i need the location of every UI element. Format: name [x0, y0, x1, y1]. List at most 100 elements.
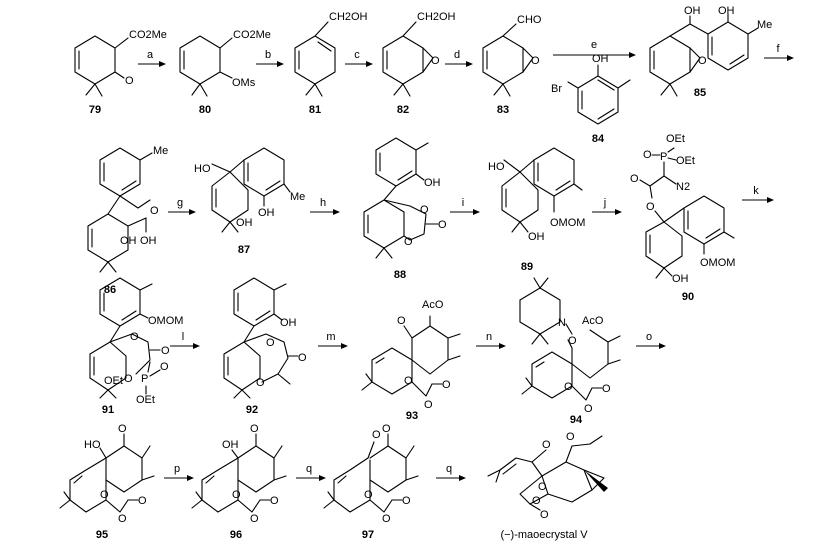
arrow-k: k — [742, 185, 774, 203]
label-96: 96 — [230, 529, 242, 541]
o-label-88a: O — [420, 204, 429, 216]
label-83: 83 — [497, 104, 509, 116]
oh-label-90: OH — [672, 273, 689, 285]
arrow-d: d — [445, 49, 473, 67]
arrow-a: a — [138, 49, 166, 67]
compound-maoecrystal-v: O O O O O (−)-maoecrystal V — [487, 431, 608, 541]
o-label-91a: O — [130, 331, 139, 343]
arrow-b: b — [256, 49, 284, 67]
o-label-91b: O — [161, 345, 170, 357]
reagent-e: e — [591, 39, 597, 51]
compound-85: O OH OH Me 85 — [649, 5, 772, 99]
compound-88: OH O O O 88 — [363, 137, 447, 281]
o-label-95a: O — [118, 423, 127, 435]
compound-92: OH O O O 92 — [223, 277, 307, 416]
reagent-p: p — [174, 463, 180, 475]
oms-label-80: OMs — [232, 77, 256, 89]
oh-label-96: OH — [222, 439, 239, 451]
reagent-f: f — [776, 43, 780, 55]
compound-87: Me OH HO OH 87 — [194, 147, 305, 256]
oh-label-89: OH — [528, 231, 545, 243]
o-label-93a: O — [397, 315, 406, 327]
reagent-n: n — [486, 331, 492, 343]
reagent-c: c — [354, 49, 360, 61]
compound-83: CHO O 83 — [482, 14, 542, 116]
arrow-q-1: q — [296, 463, 326, 481]
compound-93: AcO O O O O 93 — [361, 299, 461, 422]
o-label-91d: O — [160, 361, 169, 373]
oet-label-90b: OEt — [676, 155, 695, 167]
o-label-97a: O — [372, 429, 381, 441]
compound-91: OMOM O O O P O OEt OEt 91 — [89, 277, 183, 416]
o-label-96b: O — [232, 489, 241, 501]
label-88: 88 — [394, 269, 406, 281]
label-86: 86 — [104, 284, 116, 296]
arrow-n: n — [476, 331, 506, 349]
oet-label-90a: OEt — [666, 133, 685, 145]
o-label-94b: O — [564, 381, 573, 393]
oh-label-88: OH — [424, 177, 441, 189]
reagent-o: o — [646, 331, 652, 343]
o-label-mv-b: O — [538, 481, 547, 493]
compound-97: O O O O O 97 — [323, 423, 419, 541]
oh-label-85a: OH — [684, 5, 701, 17]
oh-label-92: OH — [280, 317, 297, 329]
reagent-q-1: q — [306, 463, 312, 475]
omom-label-89: OMOM — [550, 217, 585, 229]
oh-label-87b: OH — [236, 217, 253, 229]
reagent-m: m — [326, 331, 335, 343]
label-84: 84 — [592, 133, 605, 145]
label-82: 82 — [397, 104, 409, 116]
ho-label-95: HO — [84, 439, 101, 451]
o-label-mv-d: O — [540, 509, 549, 521]
oet-label-91a: OEt — [104, 375, 123, 387]
reagent-k: k — [753, 185, 759, 197]
label-85: 85 — [694, 87, 706, 99]
reagent-a: a — [147, 49, 154, 61]
o-label-97e: O — [402, 495, 411, 507]
compound-95: HO O O O O 95 — [59, 423, 155, 541]
o-label-96c: O — [250, 513, 259, 525]
o-label-mv-a: O — [542, 439, 551, 451]
o-label-93c: O — [424, 399, 433, 411]
reagent-q-2: q — [446, 463, 452, 475]
o-label-95c: O — [118, 513, 127, 525]
arrow-i: i — [450, 197, 480, 215]
oh-label-86a: OH — [140, 235, 157, 247]
label-90: 90 — [682, 291, 694, 303]
aco-label-94: AcO — [582, 315, 604, 327]
o-label-94c: O — [584, 403, 593, 415]
label-80: 80 — [199, 104, 211, 116]
o-label-97d: O — [382, 513, 391, 525]
oh-label-86b: OH — [120, 235, 137, 247]
label-97: 97 — [362, 529, 374, 541]
reagent-l: l — [182, 331, 184, 343]
arrow-h: h — [310, 197, 340, 215]
label-94: 94 — [570, 414, 583, 426]
label-91: 91 — [102, 404, 114, 416]
cho-label-83: CHO — [517, 14, 542, 26]
o-label-90b: O — [630, 173, 639, 185]
arrow-q-2: q — [436, 463, 466, 481]
label-89: 89 — [521, 261, 533, 273]
co2me-label-80: CO2Me — [233, 29, 271, 41]
arrow-o: o — [636, 331, 666, 349]
p-label-91: P — [141, 373, 148, 385]
oh-label-84: OH — [592, 53, 609, 65]
compound-80: CO2Me OMs 80 — [179, 29, 271, 116]
o-label-83: O — [531, 55, 540, 67]
o-label-92a: O — [266, 337, 275, 349]
label-79: 79 — [89, 104, 101, 116]
compound-96: OH O O O O 96 — [191, 423, 287, 541]
reagent-j: j — [603, 197, 606, 209]
me-label-86: Me — [153, 145, 168, 157]
compound-90: OEt O P OEt N2 O O OMOM OH 90 — [630, 133, 735, 303]
n-label-94: N — [558, 317, 566, 329]
compound-94: N O AcO O O O 94 — [519, 277, 621, 426]
o-label-86: O — [150, 205, 159, 217]
arrow-l: l — [170, 331, 200, 349]
ch2oh-label-82: CH2OH — [417, 11, 456, 23]
o-label-96d: O — [270, 495, 279, 507]
omom-label-90: OMOM — [700, 257, 735, 269]
